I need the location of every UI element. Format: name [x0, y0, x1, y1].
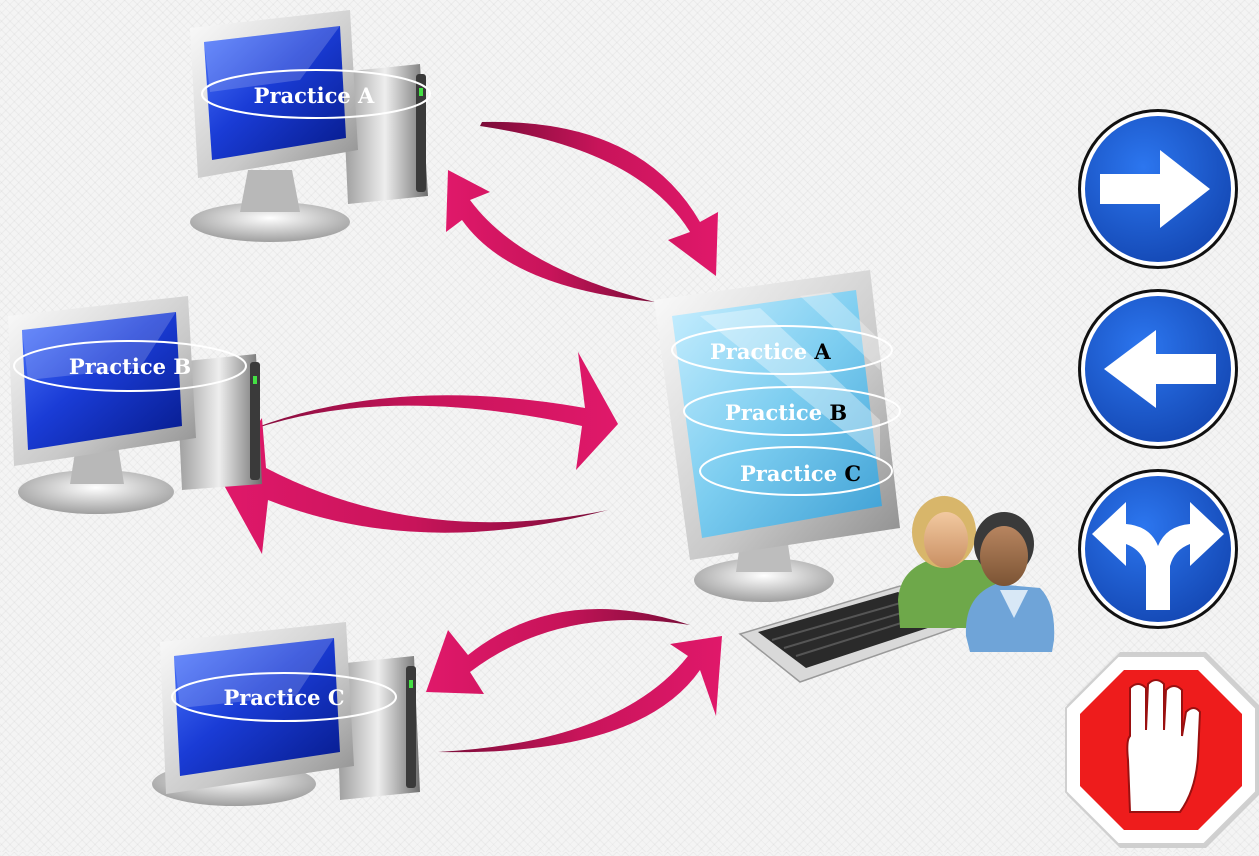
arrow-server-to-a: [446, 170, 655, 302]
arrow-right-sign-icon: [1078, 109, 1238, 269]
svg-text:Practice C: Practice C: [223, 685, 344, 710]
practice-c-label: Practice C: [171, 672, 397, 722]
server-entry-a: Practice A: [671, 325, 893, 375]
server-entry-c: Practice C: [699, 446, 893, 496]
svg-text:Practice A: Practice A: [254, 83, 375, 108]
server-entry-b: Practice B: [683, 386, 901, 436]
practice-a-label: Practice A: [201, 69, 431, 119]
stop-hand-sign-icon: [1065, 652, 1259, 848]
arrow-c-to-server: [438, 636, 722, 753]
arrow-left-sign-icon: [1078, 289, 1238, 449]
central-computer: [654, 270, 900, 602]
practice-b-label: Practice B: [13, 340, 247, 392]
arrow-server-to-b: [220, 418, 608, 554]
svg-text:Practice B: Practice B: [69, 354, 191, 379]
svg-text:Practice B: Practice B: [725, 400, 847, 425]
computer-practice-c: [152, 622, 420, 806]
computer-practice-a: [190, 10, 428, 242]
arrow-b-to-server: [230, 352, 618, 470]
svg-text:Practice C: Practice C: [740, 461, 861, 486]
users-icon: [898, 496, 1055, 652]
arrow-a-to-server: [480, 121, 718, 276]
svg-text:Practice A: Practice A: [710, 339, 831, 364]
fork-sign-icon: [1078, 469, 1238, 629]
computer-practice-b: [8, 296, 262, 514]
arrow-server-to-c: [426, 609, 690, 694]
